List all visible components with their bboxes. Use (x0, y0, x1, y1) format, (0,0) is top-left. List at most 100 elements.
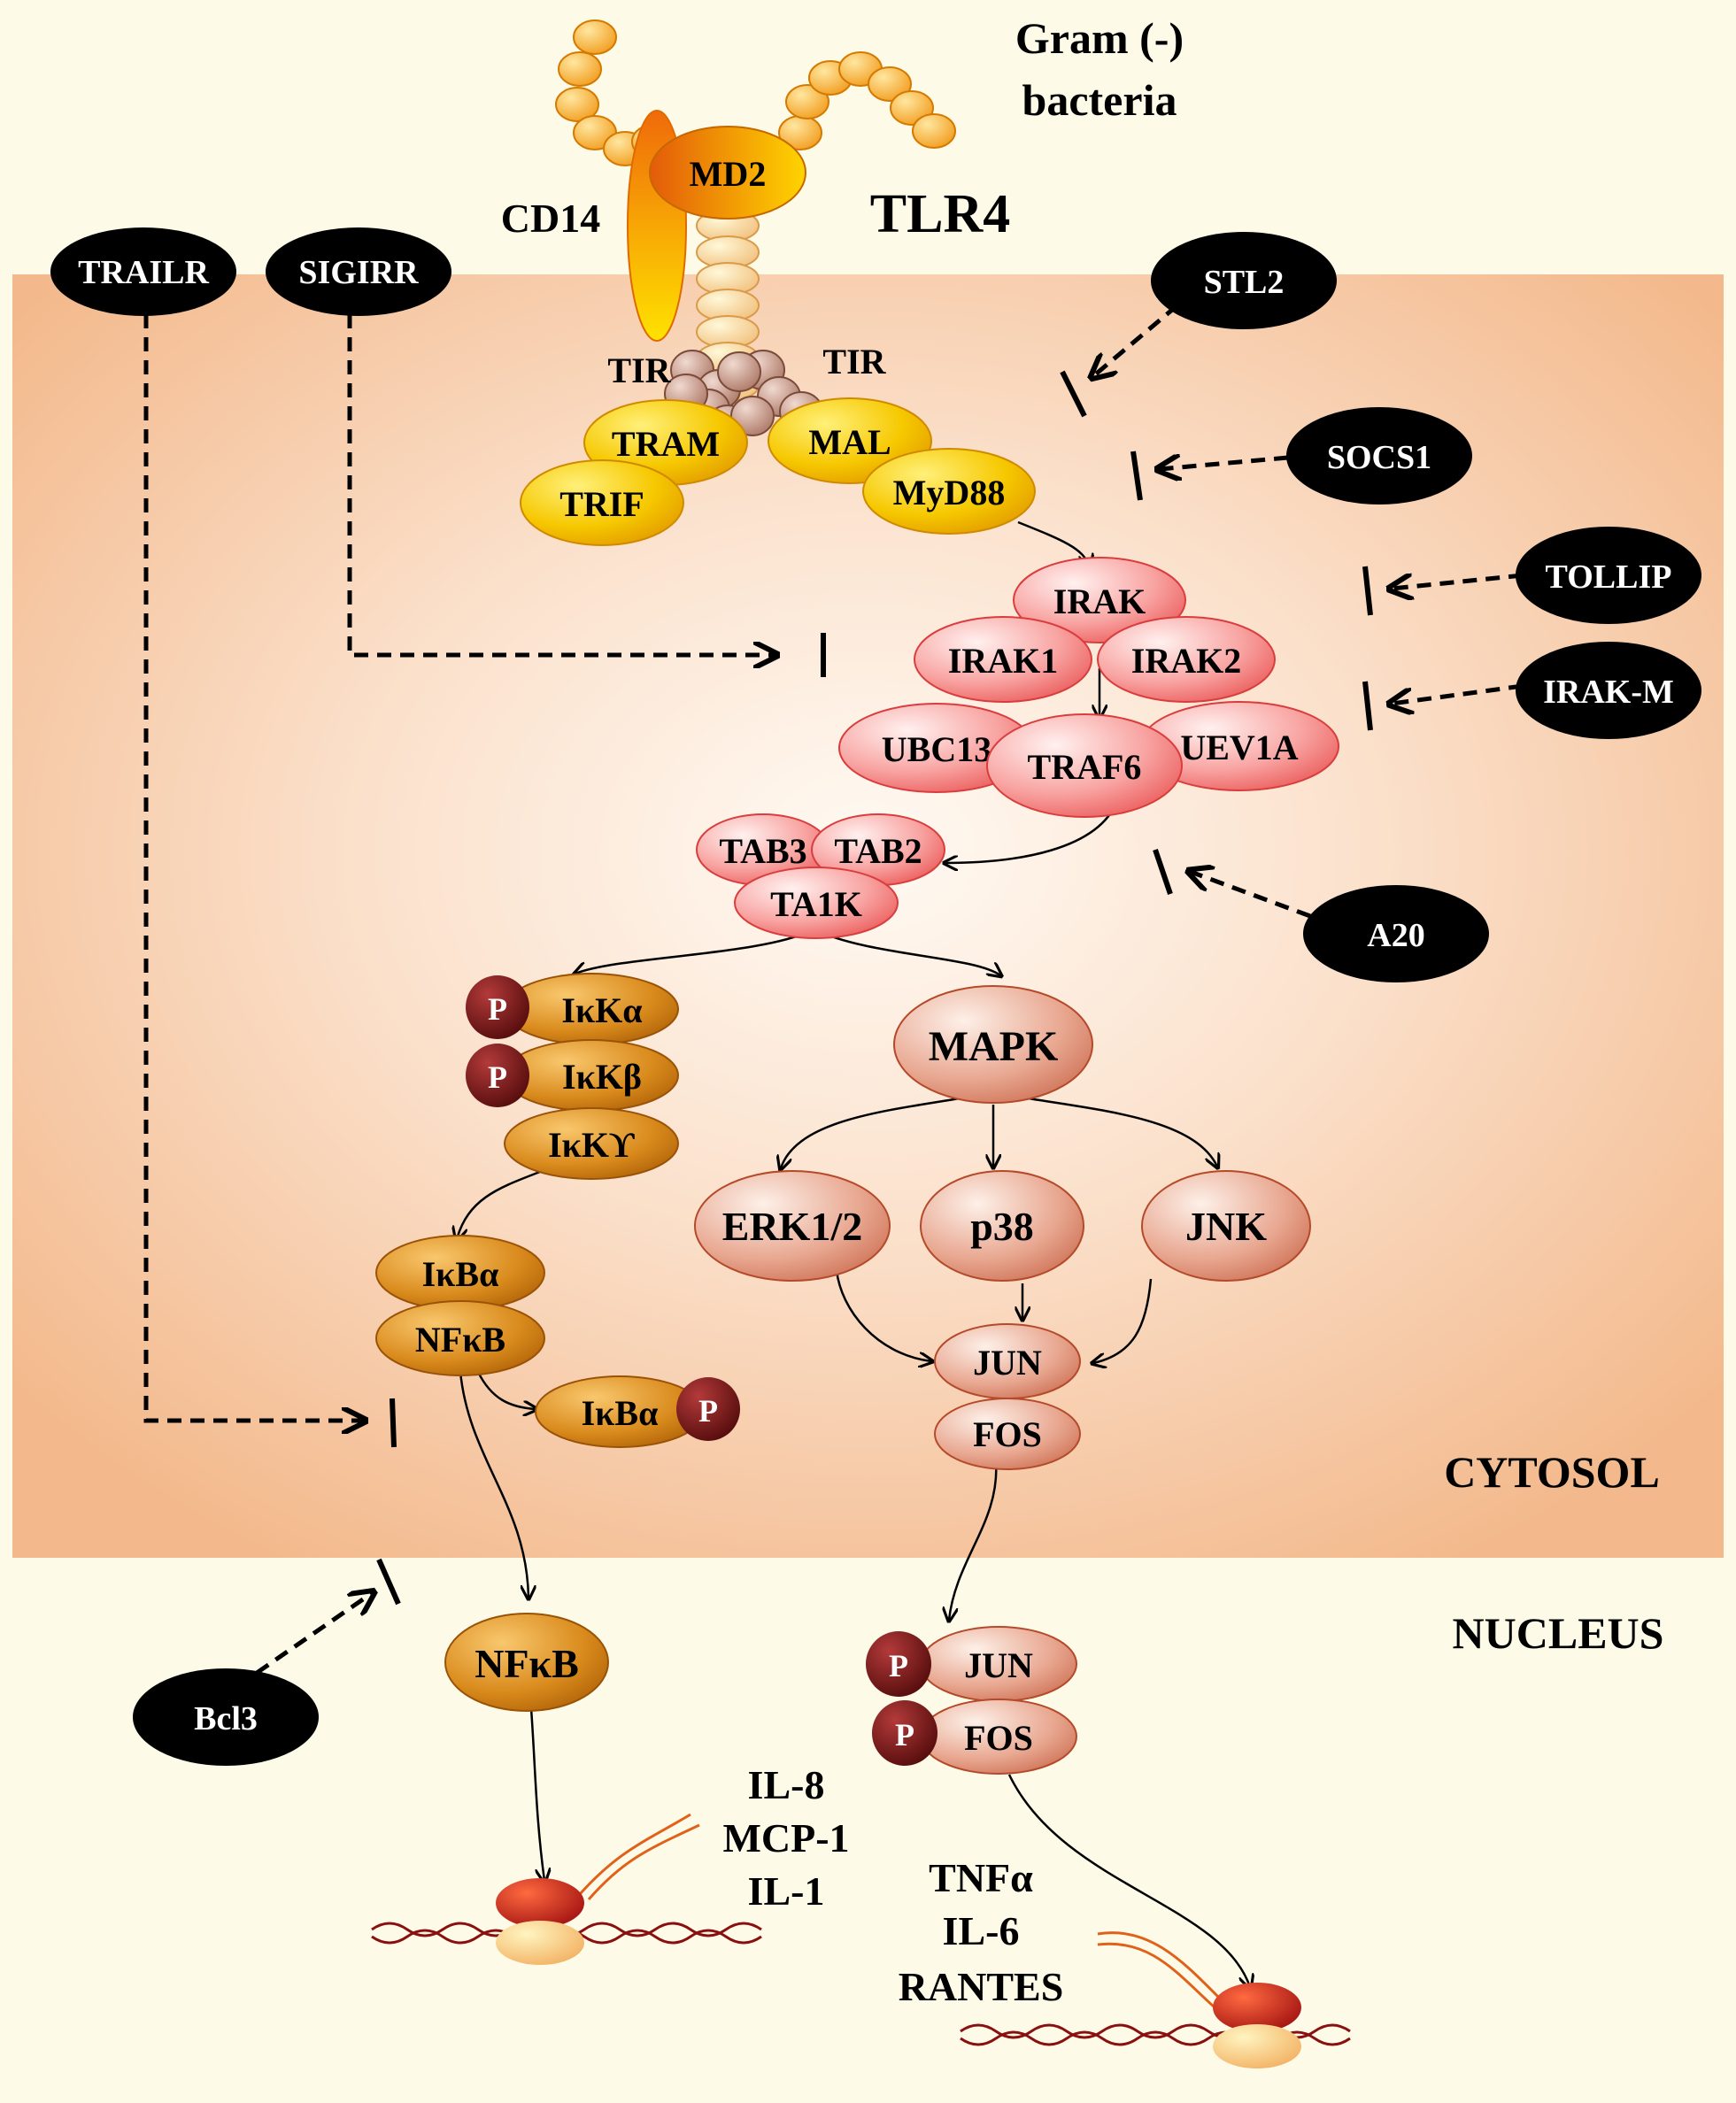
tram-label: TRAM (612, 424, 720, 464)
lps-bead (868, 66, 912, 102)
jnk-node (1141, 1170, 1311, 1282)
arrow-nfkb-ikbap (476, 1371, 536, 1409)
tab2-label: TAB2 (834, 831, 922, 871)
phospho-ikka-label: P (488, 991, 507, 1027)
irak-complex: IRAK IRAK1 IRAK2 (914, 557, 1276, 703)
tab3-label: TAB3 (719, 831, 806, 871)
socs1-node (1286, 407, 1472, 505)
ribosome-right-top (1213, 1983, 1301, 2032)
socs1-label: SOCS1 (1327, 439, 1431, 476)
arrow-nfkb-nucleus (459, 1371, 529, 1598)
arrow-traf6-tab (945, 800, 1119, 863)
ubc13-label: UBC13 (882, 729, 991, 769)
arrow-erk-jun (835, 1269, 931, 1361)
ikk-complex: IκKα IκKβ IκKϒ P P (466, 973, 679, 1180)
a20-node (1303, 885, 1489, 982)
cd14-label: CD14 (501, 196, 600, 241)
traf6-node (986, 713, 1183, 818)
tir-right-label: TIR (822, 342, 886, 381)
gene-il8: IL-8 (748, 1762, 825, 1807)
jnk-label: JNK (1185, 1204, 1267, 1249)
ribosome-left-bottom (496, 1921, 584, 1965)
mapk-node (893, 985, 1093, 1104)
lps-bead (558, 51, 602, 87)
bcl3-node (133, 1668, 319, 1766)
phospho-jun (866, 1631, 931, 1697)
trif-node (520, 459, 684, 546)
gene-rantes: RANTES (899, 1964, 1064, 2009)
nfkb-nucleus-node (444, 1613, 609, 1712)
tir-left-label: TIR (607, 350, 671, 390)
mapk-branch: MAPK ERK1/2 p38 JNK JUN FOS (694, 985, 1311, 1470)
irakm-label: IRAK-M (1543, 674, 1674, 711)
p38-label: p38 (970, 1204, 1034, 1249)
gene-il1: IL-1 (748, 1868, 825, 1914)
erk-label: ERK1/2 (722, 1204, 862, 1249)
tollip-bar (1362, 566, 1373, 616)
mal-label: MAL (808, 422, 891, 462)
erk-node (694, 1170, 891, 1282)
uev1a-label: UEV1A (1180, 728, 1298, 767)
tir-bead (730, 396, 775, 436)
ikkg-node (504, 1107, 679, 1180)
irak1-label: IRAK1 (948, 641, 1058, 681)
traf6-label: TRAF6 (1028, 747, 1142, 787)
arrow-mapk-erk (781, 1096, 966, 1168)
myd88-node (862, 448, 1036, 535)
ap1-target-genes: TNFα IL-6 RANTES (899, 1855, 1064, 2009)
trailr-inhibition-path (143, 314, 363, 1421)
nfkb-nucleus-label: NFκB (475, 1641, 579, 1686)
ribosome-right-bottom (1213, 2024, 1301, 2068)
sigirr-label: SIGIRR (298, 254, 419, 291)
ikkg-label: IκKϒ (548, 1125, 635, 1165)
stl2-inhibition-path (1093, 304, 1179, 376)
arrow-fos-nucleus (949, 1460, 998, 1620)
tab-complex: TAB3 TAB2 TA1K (696, 813, 945, 939)
trailr-bar (390, 1398, 397, 1448)
nfkb-node (375, 1300, 545, 1376)
traf6-complex: UBC13 UEV1A TRAF6 (838, 701, 1339, 818)
phospho-ikba-label: P (698, 1393, 718, 1429)
a20-inhibition-path (1191, 872, 1311, 919)
lps-bead (785, 84, 829, 119)
a20-bar (1153, 849, 1173, 895)
sigirr-node (266, 227, 451, 316)
p38-node (920, 1170, 1084, 1282)
arrow-mapk-jnk (1022, 1096, 1217, 1167)
ap1-nucleus-complex: JUN FOS P P (866, 1626, 1077, 1775)
arrow-ikk-ikba (457, 1167, 550, 1239)
tollip-label: TOLLIP (1546, 558, 1672, 596)
inhibitor-arrows (143, 304, 1524, 1675)
stl2-node (1151, 232, 1337, 329)
trif-label: TRIF (559, 484, 644, 524)
irak2-node (1097, 616, 1276, 703)
ta1k-node (734, 867, 899, 939)
phospho-ikkb (466, 1044, 529, 1107)
irak1-node (914, 616, 1092, 703)
lps-bead (912, 113, 956, 149)
arrow-fos-dna (1007, 1774, 1250, 1987)
trailr-node (50, 227, 236, 316)
jun-label: JUN (973, 1343, 1042, 1383)
phospho-jun-label: P (889, 1648, 908, 1683)
mrna-right (1097, 1931, 1223, 2009)
gene-mcp1: MCP-1 (722, 1815, 849, 1860)
jun-nucleus-label: JUN (964, 1645, 1033, 1685)
md2-shape (649, 126, 806, 220)
phospho-ikba (676, 1377, 740, 1441)
signaling-arrows (457, 520, 1250, 1987)
phospho-fos-label: P (895, 1717, 914, 1752)
tlr4-label: TLR4 (870, 184, 1010, 244)
myd88-label: MyD88 (893, 473, 1006, 512)
lps-chain-right (778, 51, 956, 150)
bcl3-inhibition-path (255, 1593, 372, 1675)
ta1k-label: TA1K (770, 884, 862, 924)
cytosol-label: CYTOSOL (1444, 1447, 1660, 1497)
nucleus-label: NUCLEUS (1453, 1608, 1664, 1658)
irakm-node (1516, 642, 1701, 739)
inhibitor-nodes: TRAILR SIGIRR STL2 SOCS1 TOLLIP IRAK-M A… (50, 227, 1701, 1766)
phospho-ikka (466, 975, 529, 1039)
mrna-left (578, 1813, 700, 1900)
